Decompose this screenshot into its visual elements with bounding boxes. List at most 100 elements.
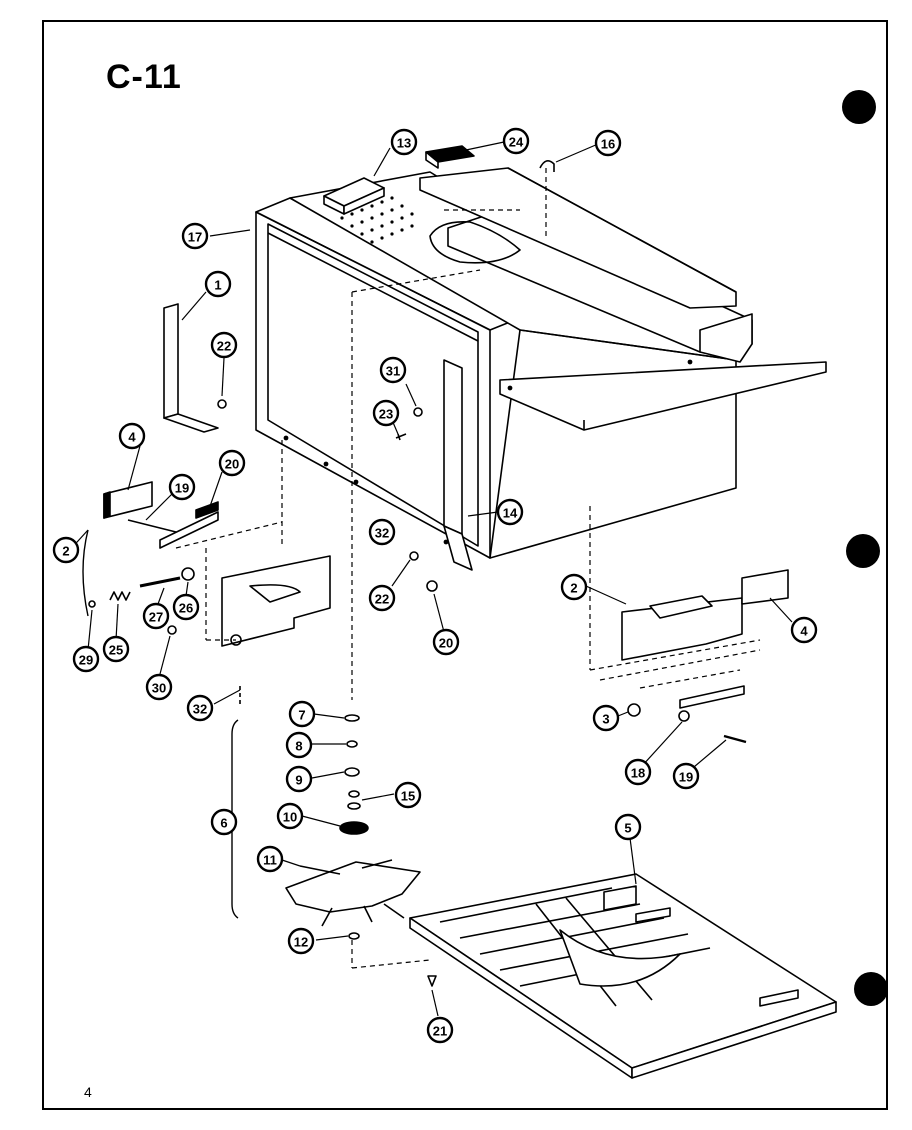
callout-label: 19 [679,770,693,785]
callout-22: 22 [368,584,396,612]
callout-circle [502,127,530,155]
callout-circle [496,498,524,526]
callout-circle [118,422,146,450]
callout-20: 20 [432,628,460,656]
callout-7: 7 [288,700,316,728]
callout-2: 2 [52,536,80,564]
callout-circle [186,694,214,722]
callout-label: 32 [193,702,207,717]
callout-3: 3 [592,704,620,732]
callout-label: 24 [509,135,524,150]
callout-26: 26 [172,593,200,621]
clip-16 [539,160,555,172]
screw-23 [395,433,407,441]
callout-label: 6 [220,816,227,831]
callout-29: 29 [72,645,100,673]
callout-label: 31 [386,364,400,379]
callout-label: 3 [602,712,609,727]
callout-circle [368,584,396,612]
callout-label: 21 [433,1024,447,1039]
callout-20: 20 [218,449,246,477]
callout-24: 24 [502,127,530,155]
callout-label: 5 [624,821,631,836]
fan-scroll [429,220,521,264]
callout-25: 25 [102,635,130,663]
cabinet-side-wall [489,329,737,559]
cabinet-assembly [255,167,827,700]
capacitor-24 [425,145,475,169]
callout-2: 2 [560,573,588,601]
callout-circle [102,635,130,663]
callout-circle [218,449,246,477]
callout-label: 11 [263,853,277,868]
screw-22-upper [217,399,227,409]
callout-8: 8 [285,731,313,759]
callout-circle [394,781,422,809]
fan-blade [285,861,421,913]
duct-end-box [699,313,753,363]
callout-label: 23 [379,407,393,422]
callout-label: 1 [214,278,221,293]
callout-circle [168,473,196,501]
callout-16: 16 [594,129,622,157]
callout-label: 30 [152,681,166,696]
callout-label: 18 [631,766,645,781]
callout-circle [432,628,460,656]
callout-label: 14 [503,506,518,521]
callout-label: 17 [188,230,202,245]
callout-circle [624,758,652,786]
callout-circle [210,331,238,359]
callout-circle [672,762,700,790]
callout-label: 25 [109,643,123,658]
callout-label: 22 [375,592,389,607]
callout-4: 4 [118,422,146,450]
vent-holes [340,196,414,244]
callout-circle [210,808,238,836]
callout-23: 23 [372,399,400,427]
left-motor-bracket [88,481,331,647]
callout-11: 11 [256,845,284,873]
callout-circle [142,602,170,630]
callout-label: 4 [128,430,136,445]
callout-circle [204,270,232,298]
callout-label: 20 [439,636,453,651]
callout-label: 32 [375,526,389,541]
cabinet-base-plate [499,361,827,431]
callout-27: 27 [142,602,170,630]
callout-32: 32 [186,694,214,722]
front-frame-inner [267,223,479,547]
callout-12: 12 [287,927,315,955]
callout-label: 13 [397,136,411,151]
callout-6: 6 [210,808,238,836]
callout-19: 19 [672,762,700,790]
binder-hole-bottom [854,972,888,1006]
callout-22: 22 [210,331,238,359]
screw-20-lower [426,580,438,592]
callout-21: 21 [426,1016,454,1044]
callout-label: 22 [217,339,231,354]
callout-label: 27 [149,610,163,625]
callout-label: 9 [295,773,302,788]
callout-5: 5 [614,813,642,841]
fan-shaft-assembly [231,686,421,940]
binder-hole-middle [846,534,880,568]
callout-10: 10 [276,802,304,830]
callout-1: 1 [204,270,232,298]
callout-circle [790,616,818,644]
callout-circle [256,845,284,873]
callout-circle [426,1016,454,1044]
callout-15: 15 [394,781,422,809]
callout-label: 16 [601,137,615,152]
callout-label: 4 [800,624,808,639]
callout-30: 30 [145,673,173,701]
callout-label: 7 [298,708,305,723]
callout-19: 19 [168,473,196,501]
callout-label: 8 [295,739,302,754]
callout-label: 12 [294,935,308,950]
callout-9: 9 [285,765,313,793]
callout-circle [372,399,400,427]
left-bracket-1 [163,303,219,433]
page-title: C-11 [106,58,182,96]
callout-13: 13 [390,128,418,156]
